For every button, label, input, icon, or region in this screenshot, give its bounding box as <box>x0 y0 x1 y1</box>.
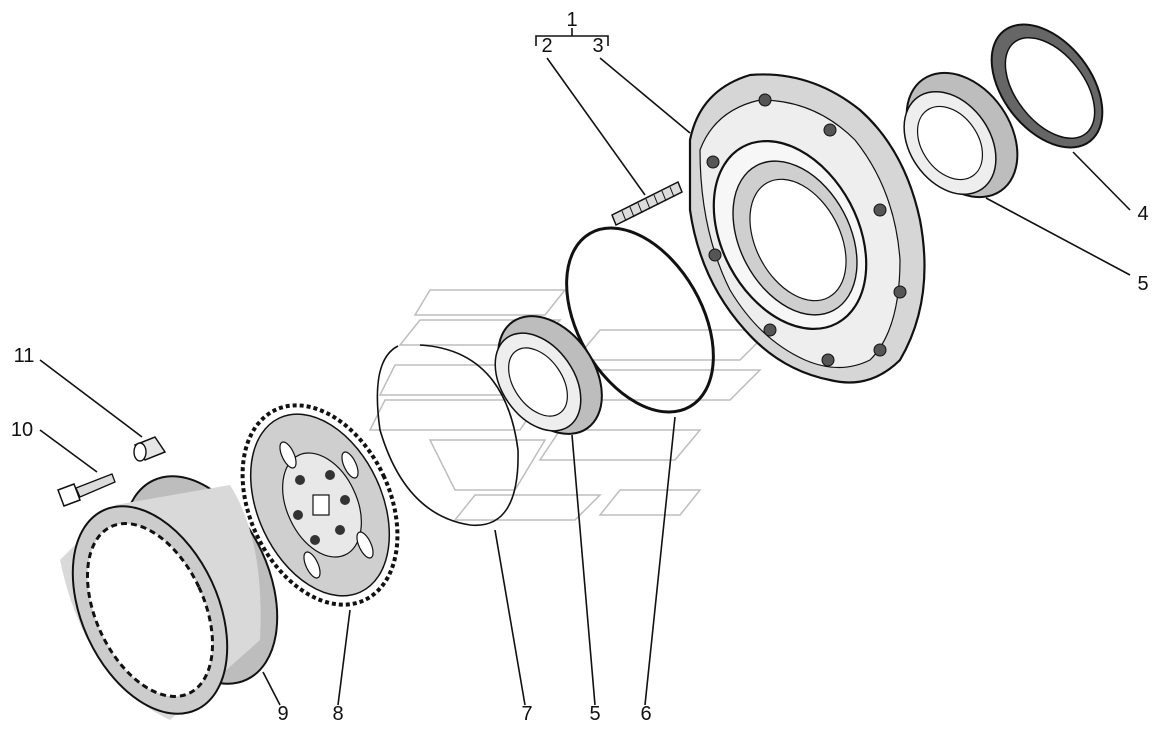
leader-line-5a <box>985 197 1131 276</box>
leader-line-10 <box>39 429 98 473</box>
callout-7: 7 <box>521 703 532 725</box>
internal-gear-icon <box>60 475 279 720</box>
callout-6: 6 <box>640 703 651 725</box>
leader-line-4 <box>1072 151 1131 211</box>
callout-8: 8 <box>332 703 343 725</box>
callout-4: 4 <box>1137 203 1148 225</box>
stud-icon <box>611 180 683 227</box>
callout-10: 10 <box>11 419 33 441</box>
callout-11: 11 <box>14 345 35 367</box>
hub-housing-icon <box>688 73 926 384</box>
callout-5-upper: 5 <box>1137 273 1148 295</box>
callout-9: 9 <box>277 703 288 725</box>
leader-line-11 <box>39 359 143 438</box>
roller-bearing-icon <box>494 315 603 435</box>
callout-1: 1 <box>566 9 577 31</box>
snap-ring-icon <box>376 344 519 527</box>
leader-line-9 <box>262 671 281 706</box>
callout-2: 2 <box>541 35 552 57</box>
roller-bearing-icon <box>903 71 1019 199</box>
leader-line-6 <box>644 416 676 706</box>
bushing-icon <box>133 436 167 462</box>
leader-lines <box>39 28 1131 706</box>
gear-icon <box>240 403 400 607</box>
callout-3: 3 <box>592 35 603 57</box>
callout-labels: 1 2 3 4 5 11 10 9 8 7 5 6 <box>11 9 1149 725</box>
seal-ring-icon <box>990 23 1104 149</box>
leader-line-3 <box>599 57 691 134</box>
leader-line-5b <box>571 434 596 706</box>
leader-line-8 <box>337 609 351 706</box>
bolt-icon <box>57 473 116 507</box>
leader-line-7 <box>494 529 526 706</box>
callout-5-lower: 5 <box>589 703 600 725</box>
leader-line-2 <box>546 57 646 196</box>
